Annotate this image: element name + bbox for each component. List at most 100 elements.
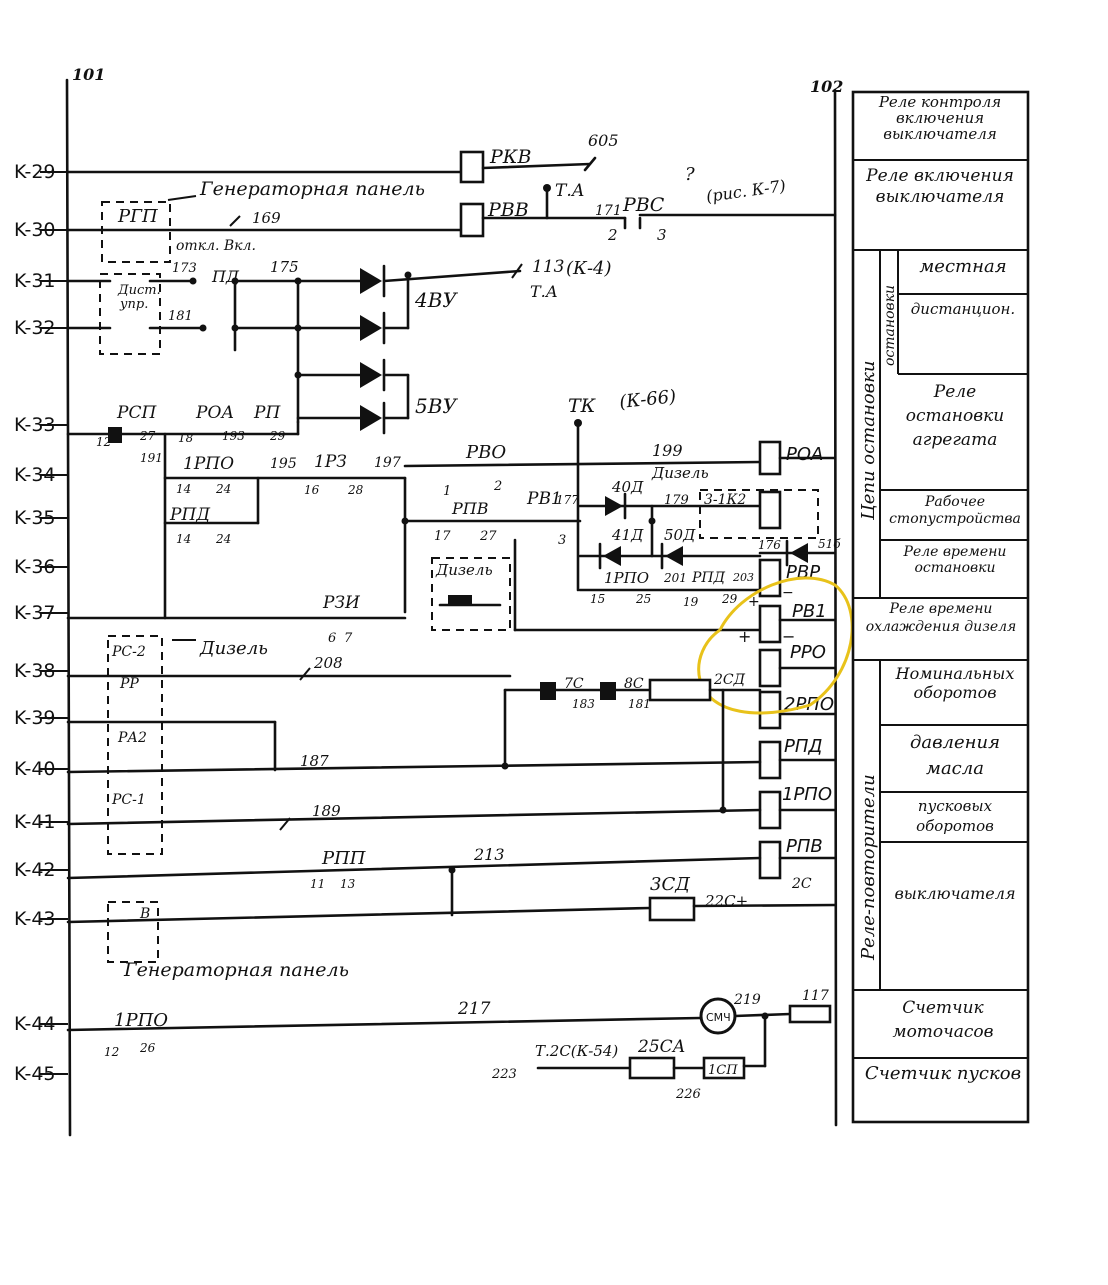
relay-label-rpd: РПД — [784, 736, 822, 757]
label-rkv: РКВ — [489, 146, 531, 168]
terminal-k45: K-45 — [14, 1063, 56, 1085]
label-rzi: РЗИ — [322, 593, 361, 613]
wire-213: 213 — [473, 845, 505, 864]
label-roa-contact: РОА — [195, 403, 234, 423]
label-1rpo-b: 1РПО — [604, 569, 649, 587]
wire-14a: 14 — [176, 482, 191, 496]
legend-roa: Реле остановки агрегата — [906, 382, 1004, 450]
terminal-k39: K-39 — [14, 707, 56, 729]
label-k66: (К-66) — [618, 386, 677, 413]
legend-starts: Счетчик пусков — [865, 1063, 1021, 1084]
relay-label-roa: РОА — [786, 444, 823, 465]
wire-223: 223 — [491, 1067, 517, 1082]
label-1rz: 1РЗ — [314, 452, 347, 472]
legend-start: пусковых оборотов — [916, 797, 994, 835]
label-rvo: РВО — [465, 442, 506, 463]
wire-27-k33: 27 — [139, 429, 156, 443]
resistor-3sd — [648, 896, 696, 922]
legend-rkv: Реле контроля включения выключателя — [879, 94, 1001, 142]
wire-27b: 27 — [479, 529, 497, 544]
wire-175: 175 — [270, 258, 299, 276]
right-bus-rail — [833, 88, 838, 1127]
resistor-117 — [788, 1004, 832, 1024]
wire-195: 195 — [270, 456, 297, 472]
resistor-1sp — [702, 1056, 746, 1080]
note-ris: (рис. К-7) — [705, 176, 787, 206]
label-ta-k30: Т.А — [555, 181, 585, 201]
label-3-1k2: 3-1К2 — [704, 492, 746, 508]
wire-199: 199 — [652, 441, 683, 460]
label-smch: СМЧ — [706, 1011, 731, 1024]
wire-25: 25 — [635, 592, 651, 606]
wire-203: 203 — [732, 571, 754, 584]
wire-22c: 22С+ — [704, 892, 748, 910]
label-50d: 50Д — [664, 526, 696, 544]
coil-2rpo — [758, 690, 782, 730]
label-1sp: 1СП — [708, 1063, 738, 1078]
label-5vu: 5ВУ — [415, 394, 458, 418]
wire-18: 18 — [178, 431, 194, 445]
note-question: ? — [685, 164, 695, 185]
wire-113: 113 — [532, 257, 564, 277]
terminal-k29: K-29 — [14, 161, 56, 183]
label-ra2: РА2 — [117, 730, 147, 746]
relay-label-1rpo: 1РПО — [782, 784, 832, 805]
wire-189: 189 — [312, 802, 341, 820]
label-rvs: РВС — [622, 194, 665, 216]
wire-2-rvs: 2 — [607, 226, 618, 244]
wire-12-k33: 12 — [96, 435, 111, 449]
label-rr: РР — [119, 676, 139, 692]
coil-rvv — [459, 202, 485, 238]
wire-13: 13 — [340, 877, 356, 891]
label-rsp: РСП — [116, 403, 157, 423]
wire-181: 181 — [628, 697, 651, 711]
coil-rv1 — [758, 604, 782, 644]
terminal-k41: K-41 — [14, 811, 56, 833]
box-rgp — [101, 201, 171, 263]
legend-subgroup-stop: остановки — [882, 285, 898, 366]
left-bus-rail — [65, 78, 72, 1137]
legend-group-stop: Цепи остановки — [858, 361, 879, 522]
box-gen-relays — [107, 635, 163, 855]
legend-rvr: Реле времени остановки — [904, 544, 1007, 576]
label-rpd-b: РПД — [691, 570, 726, 586]
wire-191: 191 — [140, 451, 163, 465]
terminal-k31: K-31 — [14, 270, 56, 292]
wire-28: 28 — [347, 483, 364, 497]
wire-183: 183 — [572, 697, 595, 711]
legend-rv1: Реле времени охлаждения дизеля — [866, 601, 1017, 635]
minus-rv1: − — [782, 627, 795, 646]
wire-219: 219 — [733, 992, 761, 1008]
label-k4: (К-4) — [566, 258, 612, 279]
label-dist: Дист. — [117, 283, 161, 298]
label-rs1: РС-1 — [111, 792, 146, 808]
wire-181-top: 181 — [168, 309, 193, 324]
wire-169: 169 — [252, 209, 281, 227]
wire-1-rvo: 1 — [443, 484, 451, 499]
terminal-k35: K-35 — [14, 507, 56, 529]
plus-rvr: + — [748, 594, 760, 610]
resistor-25sa — [628, 1056, 676, 1080]
label-dizel-box: Дизель — [435, 561, 493, 579]
legend-table — [851, 90, 1030, 1124]
wire-217: 217 — [457, 999, 491, 1019]
label-rpv-c: РПВ — [451, 499, 489, 518]
wire-197: 197 — [374, 455, 401, 471]
relay-label-rro: РРО — [790, 642, 826, 663]
terminal-k33: K-33 — [14, 414, 56, 436]
wire-173: 173 — [172, 261, 197, 276]
wire-176: 176 — [758, 538, 781, 552]
relay-coil-column — [758, 440, 782, 880]
label-3sd: 3СД — [650, 874, 690, 895]
label-dizel-34: Дизель — [651, 464, 709, 482]
label-7c: 7С — [564, 676, 584, 692]
legend-local: местная — [919, 256, 1006, 277]
relay-label-rv1: РВ1 — [792, 601, 827, 622]
wire-51b: 51б — [818, 537, 841, 551]
wire-24a: 24 — [215, 482, 231, 496]
wire-29-k33: 29 — [269, 429, 286, 443]
label-41d: 41Д — [611, 526, 644, 544]
legend-rvv: Реле включения выключателя — [866, 166, 1014, 207]
terminal-k40: K-40 — [14, 758, 56, 780]
